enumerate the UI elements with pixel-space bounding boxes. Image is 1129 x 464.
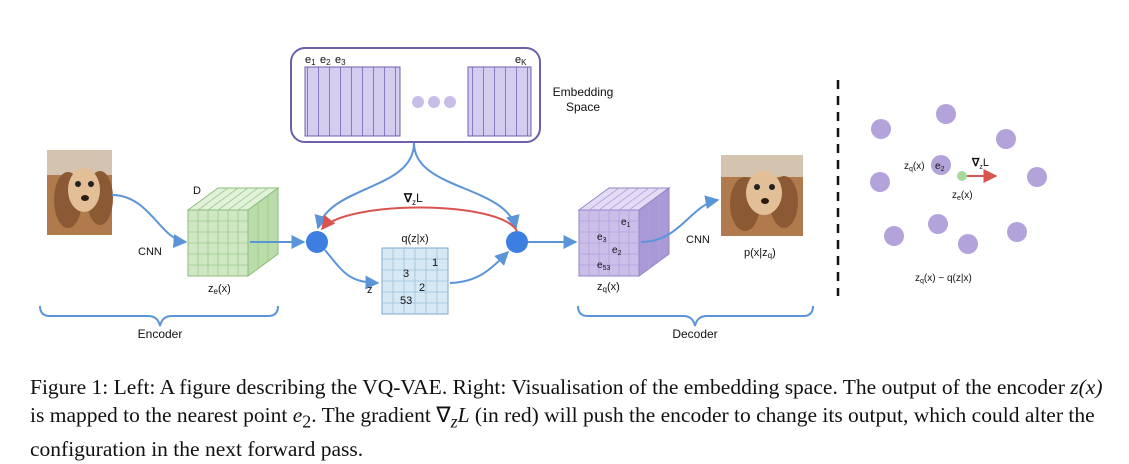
grid-value: 53 (400, 295, 412, 307)
decoder-label: Decoder (672, 327, 717, 341)
left-node (306, 231, 328, 253)
grid-value: 1 (432, 257, 438, 269)
right-bottom-label: zq(x) ~ q(z|x) (915, 273, 972, 285)
decoder-brace (577, 305, 814, 327)
figure-caption: Figure 1: Left: A figure describing the … (30, 375, 1103, 462)
embedding-to-left-node-arrow (314, 142, 415, 230)
encoder-ze-label: ze(x) (208, 283, 231, 296)
encoder-brace (39, 305, 279, 327)
input-dog-image (47, 150, 113, 235)
image-to-encoder-arrow (111, 194, 188, 248)
right-node (506, 231, 528, 253)
embedding-block-right (467, 66, 532, 137)
ellipsis-dot (444, 96, 456, 108)
ellipsis-dot (428, 96, 440, 108)
decoder-cnn-label: CNN (686, 234, 710, 246)
right-ze-label: ze(x) (952, 190, 973, 202)
pxz-label: p(x|zq) (744, 247, 776, 260)
embedding-e1-label: e1 (305, 54, 316, 67)
grid-value: 3 (403, 268, 409, 280)
latent-index-grid: 1 3 2 53 (381, 247, 449, 315)
vqvae-diagram: e1 e2 e3 eK Embedding Space CNN (39, 47, 1047, 341)
embedding-visualisation (870, 104, 1047, 254)
embedding-e2-label: e2 (320, 54, 331, 67)
embedding-point-e2 (931, 155, 951, 175)
embedding-e3-label: e3 (335, 54, 346, 67)
z-label: z (367, 284, 373, 296)
cube-e53: e53 (597, 260, 610, 272)
embedding-point (928, 214, 948, 234)
quantized-cube: e1 e3 e2 e53 (577, 187, 671, 277)
cube-e2: e2 (612, 245, 622, 257)
embedding-point (1007, 222, 1027, 242)
embedding-point (870, 172, 890, 192)
embedding-eK-label: eK (515, 54, 527, 67)
grid-value: 2 (419, 282, 425, 294)
right-gradient-label: ∇zL (971, 157, 989, 171)
cube-e3: e3 (597, 232, 607, 244)
ellipsis-dot (412, 96, 424, 108)
embedding-point (936, 104, 956, 124)
encoder-depth-label: D (193, 185, 201, 197)
embedding-space-title: Embedding (553, 85, 614, 99)
qzx-label: q(z|x) (401, 233, 428, 245)
gradient-label: ∇zL (403, 191, 423, 207)
output-dog-image (721, 155, 803, 236)
decoder-to-image-arrow (640, 195, 720, 243)
decoder-zq-label: zq(x) (597, 281, 620, 294)
right-e2-label: e2 (935, 161, 945, 173)
embedding-point (996, 129, 1016, 149)
embedding-space: e1 e2 e3 eK (290, 47, 541, 143)
embedding-point (958, 234, 978, 254)
gradient-arrow (321, 206, 518, 232)
encoder-output-point (957, 171, 967, 181)
embedding-point (871, 119, 891, 139)
embedding-point (884, 226, 904, 246)
embedding-to-right-node-arrow (413, 142, 520, 230)
embedding-space-title-2: Space (566, 100, 600, 114)
embedding-point (1027, 167, 1047, 187)
right-zq-label: zq(x) (904, 161, 925, 173)
grid-to-node-arrow (449, 251, 509, 284)
node-to-grid-arrow (324, 249, 380, 290)
embedding-block-left (304, 66, 401, 137)
cube-e1: e1 (621, 217, 631, 229)
encoder-cnn-label: CNN (138, 246, 162, 258)
encoder-output-cube (186, 187, 280, 277)
encoder-label: Encoder (138, 327, 183, 341)
